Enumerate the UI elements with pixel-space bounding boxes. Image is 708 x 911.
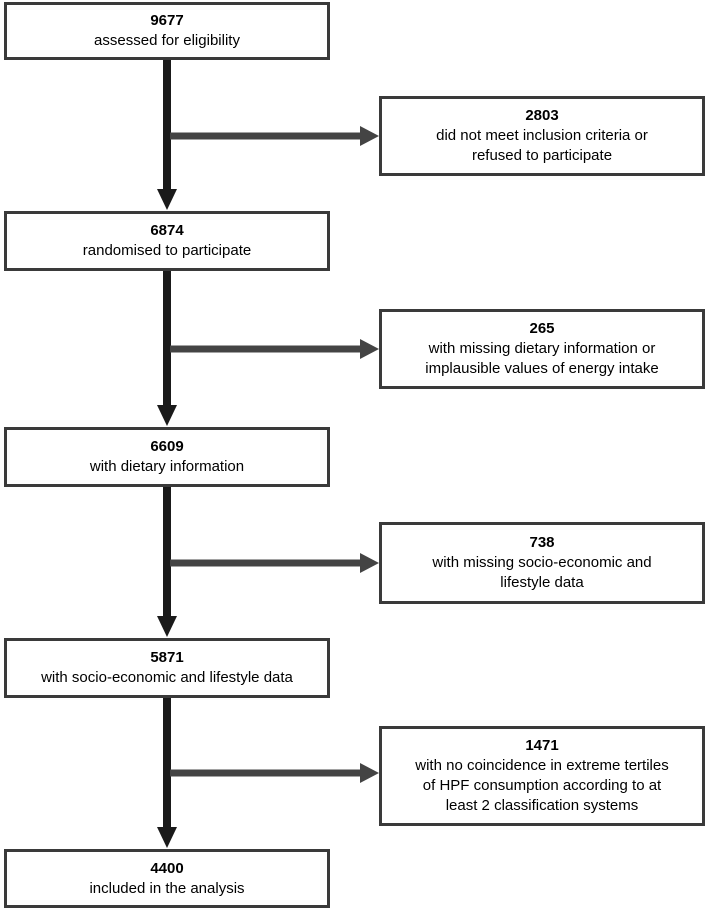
excluded-socioeconomic-line-2: lifestyle data xyxy=(500,574,584,591)
exclusion-box-dietary: 265 with missing dietary information or … xyxy=(379,309,705,389)
flow-box-socioeconomic: 5871 with socio-economic and lifestyle d… xyxy=(4,638,330,698)
flow-box-dietary: 6609 with dietary information xyxy=(4,427,330,487)
count-socioeconomic: 5871 xyxy=(150,649,184,666)
excluded-dietary-line-2: implausible values of energy intake xyxy=(425,360,659,377)
excluded-criteria-line-1: did not meet inclusion criteria or xyxy=(436,127,648,144)
label-assessed: assessed for eligibility xyxy=(94,32,240,49)
exclusion-box-socioeconomic: 738 with missing socio-economic and life… xyxy=(379,522,705,604)
count-dietary: 6609 xyxy=(150,438,184,455)
label-included: included in the analysis xyxy=(89,879,245,897)
count-excluded-socioeconomic: 738 xyxy=(529,534,555,551)
label-dietary: with dietary information xyxy=(89,458,245,475)
excluded-hpf-line-1: with no coincidence in extreme tertiles xyxy=(415,757,669,774)
excluded-hpf-line-3: least 2 classification systems xyxy=(445,797,639,814)
flow-box-randomised: 6874 randomised to participate xyxy=(4,211,330,271)
label-randomised: randomised to participate xyxy=(82,242,252,259)
count-included: 4400 xyxy=(150,859,184,877)
count-excluded-hpf: 1471 xyxy=(525,737,559,754)
label-socioeconomic: with socio-economic and lifestyle data xyxy=(41,669,293,686)
main-down-arrows xyxy=(157,59,177,848)
flow-box-assessed: 9677 assessed for eligibility xyxy=(4,2,330,60)
excluded-dietary-line-1: with missing dietary information or xyxy=(428,340,656,357)
excluded-socioeconomic-line-1: with missing socio-economic and xyxy=(432,554,652,571)
flow-box-included: 4400 included in the analysis xyxy=(4,849,330,908)
excluded-criteria-line-2: refused to participate xyxy=(471,147,613,164)
side-arrows xyxy=(170,126,379,783)
count-excluded-dietary: 265 xyxy=(529,320,555,337)
exclusion-box-criteria: 2803 did not meet inclusion criteria or … xyxy=(379,96,705,176)
count-assessed: 9677 xyxy=(150,12,184,29)
count-randomised: 6874 xyxy=(150,222,184,239)
exclusion-box-hpf: 1471 with no coincidence in extreme tert… xyxy=(379,726,705,826)
count-excluded-criteria: 2803 xyxy=(525,107,559,124)
excluded-hpf-line-2: of HPF consumption according to at xyxy=(422,777,662,794)
